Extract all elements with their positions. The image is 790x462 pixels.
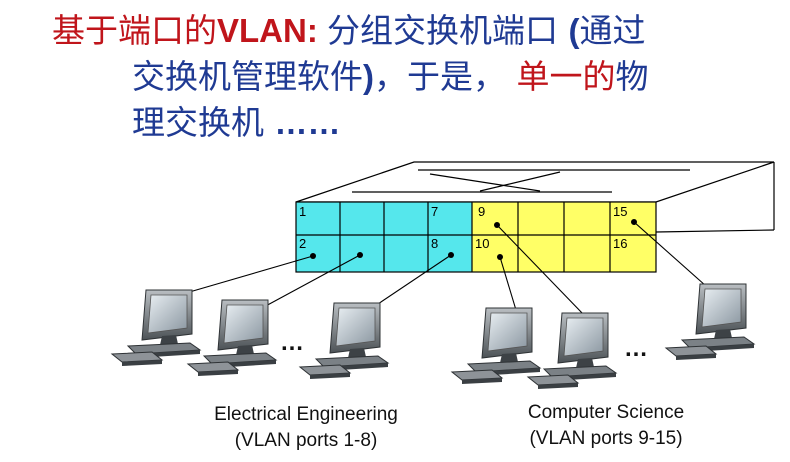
title-text: …… (274, 104, 341, 141)
title-text: 物 (615, 57, 649, 96)
cs-caption-ports: (VLAN ports 9-15) (529, 428, 683, 449)
port-label-15: 15 (613, 204, 627, 219)
cs-computer-2 (527, 312, 617, 390)
port-label-8: 8 (431, 236, 438, 251)
cable-port-10 (499, 256, 517, 311)
ee-caption: Electrical Engineering (VLAN ports 1-8) (176, 402, 436, 454)
port-connector-dot (631, 219, 637, 225)
title-text: 交换机管理软件 (132, 57, 363, 96)
port-label-1: 1 (299, 204, 306, 219)
port-connector-dot (357, 252, 363, 258)
ellipsis-cs: … (624, 335, 648, 362)
title-text: 基于端口的 (52, 11, 217, 50)
slide-title: 基于端口的VLAN: 分组交换机端口 (通过 交换机管理软件)，于是， 单一的物… (52, 8, 772, 146)
title-text: 通过 (579, 11, 646, 50)
cable-port-9 (496, 224, 585, 316)
cs-computer-3 (665, 283, 755, 361)
title-text: 分组交换机端口 (327, 11, 569, 50)
port-label-2: 2 (299, 236, 306, 251)
cable-port-8 (371, 254, 452, 309)
port-label-10: 10 (475, 236, 489, 251)
cable-ee-host-2 (261, 254, 361, 309)
cs-computer-1 (451, 307, 541, 385)
port-connector-dot (494, 222, 500, 228)
port-connector-dot (310, 253, 316, 259)
cable-port-15 (633, 221, 707, 287)
title-text: ) (363, 58, 374, 95)
ee-computer-2 (187, 299, 277, 377)
cable-port-2 (185, 255, 314, 294)
switch-port-panel: 1 2 7 8 9 10 15 16 (295, 201, 657, 273)
ee-caption-ports: (VLAN ports 1-8) (234, 430, 378, 451)
title-text: 单一的 (516, 57, 616, 96)
title-text: ( (568, 12, 580, 49)
ellipsis-ee: … (280, 329, 304, 356)
port-connector-dot (448, 252, 454, 258)
cs-caption: Computer Science (VLAN ports 9-15) (496, 400, 716, 452)
title-text: ，于是， (374, 57, 517, 96)
cables (185, 221, 707, 316)
port-label-16: 16 (613, 236, 627, 251)
port-label-9: 9 (478, 204, 485, 219)
ee-computer-3 (299, 302, 389, 380)
title-text: 理交换机 (132, 103, 275, 142)
cs-caption-name: Computer Science (527, 402, 685, 423)
port-label-7: 7 (431, 204, 438, 219)
ee-computer-1 (111, 289, 201, 367)
ee-caption-name: Electrical Engineering (214, 404, 398, 425)
port-connector-dot (497, 254, 503, 260)
title-text: VLAN: (217, 12, 327, 49)
